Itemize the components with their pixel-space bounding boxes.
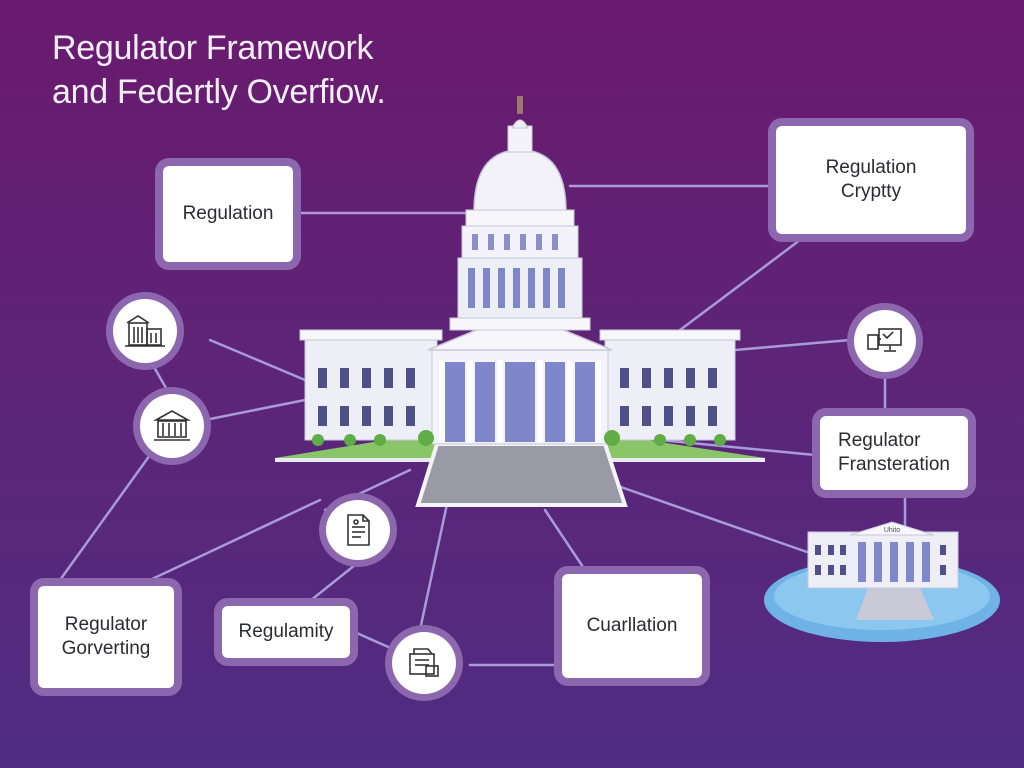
node-cuarllation-label: Cuarllation [586,615,678,636]
connector-plaza-small-building [613,483,832,562]
node-regulation[interactable]: Regulation [163,166,293,262]
node-regulation-cryptty[interactable]: Regulation Cryptty [776,126,966,234]
node-regulator-gorverting[interactable]: Regulator Gorverting [38,586,174,688]
connector-document-regulamity [303,563,357,607]
connector-courthouse-capitol [203,398,307,422]
node-regulator-fransteration[interactable]: Regulator Fransteration [820,416,968,490]
folder-file-icon [409,648,439,677]
connector-institution-capitol [208,338,307,382]
node-regulamity-label: Regulamity [238,621,334,642]
connector-courthouse-gorverting [58,453,152,582]
connector-folder-plaza [418,488,452,632]
connector-plaza-cuarllation [543,508,587,572]
node-regulation-cryptty-label: Regulation Cryptty [825,157,917,202]
connector-institution-courthouse [148,358,172,397]
computer-network-icon [867,328,902,352]
connector-regulamity-folder [348,628,397,652]
diagram-title: Regulator Framework and Federtly Overfio… [52,26,512,114]
node-regulator-gorverting-label: Regulator Gorverting [61,614,151,659]
courthouse-icon [152,410,192,441]
title-line-1: Regulator Framework [52,29,374,67]
institution-building-icon [125,315,165,347]
title-line-2: and Federtly Overfiow. [52,73,386,111]
document-icon-node[interactable] [326,500,390,560]
institution-icon-node[interactable] [113,299,177,363]
computer-network-icon-node[interactable] [854,310,916,372]
connector-cryptty-capitol [678,238,802,332]
node-cuarllation[interactable]: Cuarllation [562,574,702,678]
node-regulator-fransteration-label: Regulator Fransteration [838,430,950,475]
folder-file-icon-node[interactable] [392,632,456,694]
courthouse-icon-node[interactable] [140,394,204,458]
connector-document-plaza [323,468,412,512]
connector-capitol-computer [733,338,852,352]
document-icon [347,514,370,546]
node-regulamity[interactable]: Regulamity [222,606,350,658]
node-regulation-label: Regulation [182,203,274,224]
connector-gorverting-plaza [148,498,322,582]
small-building-sign: Uhito [884,527,900,534]
